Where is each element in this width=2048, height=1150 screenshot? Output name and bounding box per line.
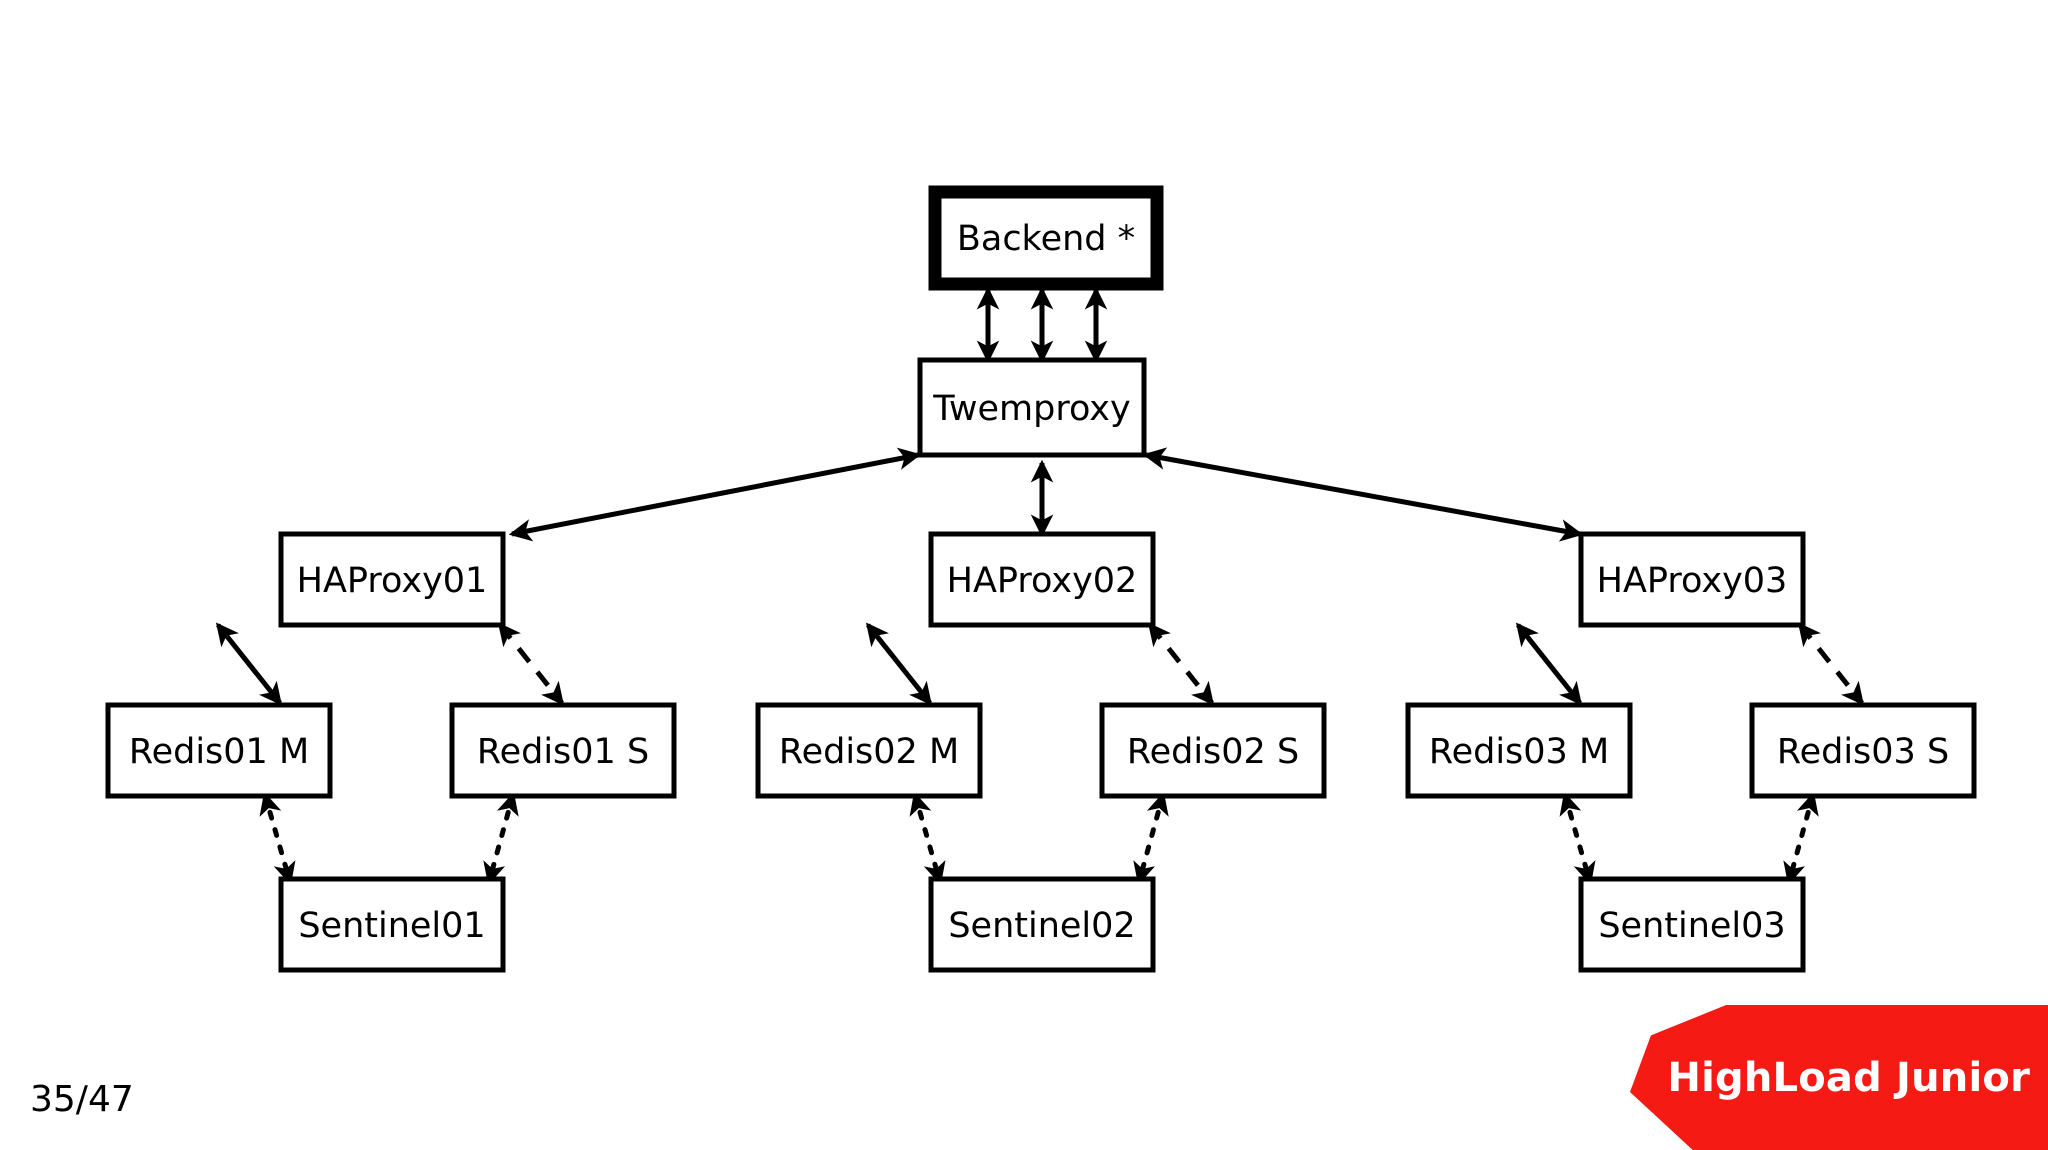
edge-redis03m-sentinel03	[1559, 791, 1596, 886]
node-redis02m[interactable]: Redis02 M	[755, 702, 983, 799]
node-sentinel02-box	[928, 876, 1156, 973]
node-haproxy01[interactable]: HAProxy01	[278, 531, 506, 628]
node-haproxy02-box	[928, 531, 1156, 628]
edge-haproxy03-redis03m	[1515, 622, 1583, 706]
node-backend-box	[928, 185, 1164, 291]
edge-redis03s-sentinel03	[1783, 791, 1819, 886]
brand-banner: HighLoad Junior	[1630, 1005, 2048, 1150]
node-redis02m-box	[755, 702, 983, 799]
edge-haproxy03-redis03s	[1797, 622, 1865, 706]
node-redis03s-box	[1749, 702, 1977, 799]
brand-banner-shape	[1630, 1005, 2048, 1150]
node-redis02s-box	[1099, 702, 1327, 799]
edge-twemproxy-haproxy01	[508, 447, 922, 542]
node-haproxy03[interactable]: HAProxy03	[1578, 531, 1806, 628]
node-sentinel01[interactable]: Sentinel01	[278, 876, 506, 973]
node-twemproxy-box	[917, 357, 1147, 458]
edge-haproxy02-redis02s	[1147, 622, 1215, 706]
page-number: 35/47	[30, 1079, 134, 1120]
node-haproxy02[interactable]: HAProxy02	[928, 531, 1156, 628]
node-redis01s-box	[449, 702, 677, 799]
edge-haproxy02-redis02m	[865, 622, 933, 706]
node-redis01m[interactable]: Redis01 M	[105, 702, 333, 799]
edge-haproxy01-redis01m	[215, 622, 283, 706]
node-redis03m[interactable]: Redis03 M	[1405, 702, 1633, 799]
node-redis02s[interactable]: Redis02 S	[1099, 702, 1327, 799]
node-redis01s[interactable]: Redis01 S	[449, 702, 677, 799]
node-haproxy03-box	[1578, 531, 1806, 628]
edge-redis02s-sentinel02	[1133, 791, 1169, 886]
node-sentinel03[interactable]: Sentinel03	[1578, 876, 1806, 973]
node-redis03s[interactable]: Redis03 S	[1749, 702, 1977, 799]
node-twemproxy[interactable]: Twemproxy	[917, 357, 1147, 458]
brand-banner-label: HighLoad Junior	[1667, 1054, 2030, 1101]
node-sentinel02[interactable]: Sentinel02	[928, 876, 1156, 973]
edge-redis01s-sentinel01	[483, 791, 519, 886]
edge-twemproxy-haproxy03	[1142, 447, 1584, 542]
node-redis03m-box	[1405, 702, 1633, 799]
node-haproxy01-box	[278, 531, 506, 628]
edge-haproxy01-redis01s	[497, 622, 565, 706]
node-backend[interactable]: Backend *	[928, 185, 1164, 291]
edge-redis02m-sentinel02	[909, 791, 946, 886]
node-sentinel01-box	[278, 876, 506, 973]
node-sentinel03-box	[1578, 876, 1806, 973]
edge-redis01m-sentinel01	[259, 791, 296, 886]
node-redis01m-box	[105, 702, 333, 799]
